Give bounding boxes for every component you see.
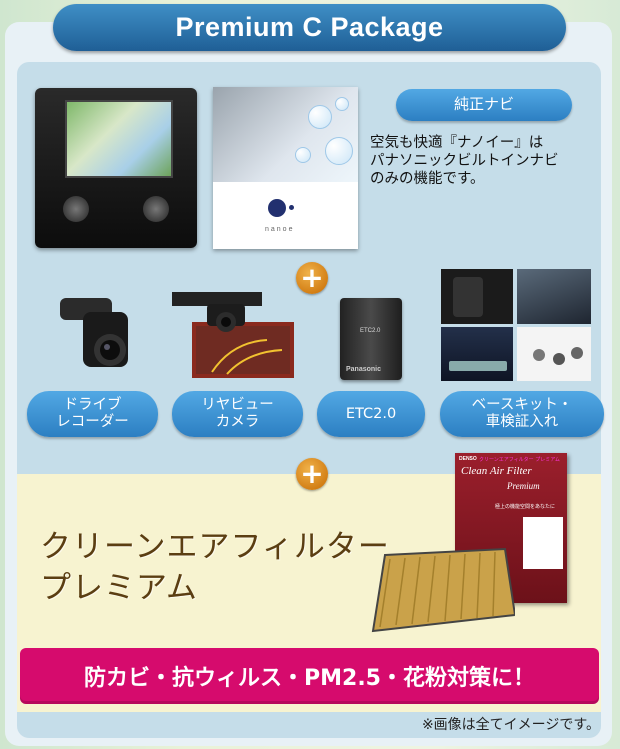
nanoe-logo-dot (289, 205, 294, 210)
etc-brand: Panasonic (346, 366, 382, 373)
rear-camera-image (172, 292, 294, 378)
lock-nut (553, 353, 565, 365)
nanoe-logo (268, 199, 286, 217)
drive-recorder-image (60, 298, 128, 367)
etc-mark: ETC2.0 (360, 328, 381, 334)
image-disclaimer: ※画像は全てイメージです。 (421, 717, 600, 733)
feature-banner: 防カビ・抗ウィルス・PM2.5・花粉対策に！ (20, 648, 599, 704)
lock-nut (533, 349, 545, 361)
nanoe-device-photo (213, 87, 358, 182)
navi-map-screen (65, 100, 173, 178)
filter-box-brand: DENSO (459, 456, 477, 462)
bubble (308, 105, 332, 129)
bubble (295, 147, 311, 163)
filter-box-sub: Premium (507, 481, 540, 491)
base-kit-label: ベースキット・ 車検証入れ (440, 391, 604, 437)
etc-unit-image: ETC2.0 Panasonic (340, 298, 402, 380)
bubble (335, 97, 349, 111)
plus-icon: + (296, 458, 328, 490)
lock-nut (571, 347, 583, 359)
floor-mat (453, 277, 483, 317)
navi-knob-right (143, 196, 169, 222)
etc-label: ETC2.0 (317, 391, 425, 437)
bubble (325, 137, 353, 165)
filter-box-tagline: 極上の機能空間をあなたに (495, 504, 556, 510)
filter-product-image: DENSO クリーンエアフィルター プレミアム Clean Air Filter… (365, 453, 605, 643)
filter-title: クリーンエアフィルター プレミアム (40, 529, 390, 606)
filter-box-window (523, 517, 563, 569)
base-kit-image (441, 269, 591, 381)
navi-description: 空気も快適『ナノイー』は パナソニックビルトインナビ のみの機能です。 (370, 135, 559, 187)
package-title: Premium C Package (53, 4, 566, 51)
drive-recorder-label: ドライブ レコーダー (27, 391, 158, 437)
visor-photo (517, 269, 591, 324)
filter-element (371, 547, 515, 633)
nanoe-image: nanoe (213, 87, 358, 249)
filter-box-header: クリーンエアフィルター プレミアム (479, 457, 560, 463)
genuine-navi-badge: 純正ナビ (396, 89, 572, 121)
navi-unit-image (35, 88, 197, 248)
sill-plate-photo (441, 327, 513, 381)
filter-box-title: Clean Air Filter (461, 465, 532, 477)
plus-icon: + (296, 262, 328, 294)
sill-plate (449, 361, 507, 371)
rear-camera-label: リヤビュー カメラ (172, 391, 303, 437)
nanoe-wordmark: nanoe (265, 226, 295, 233)
navi-knob-left (63, 196, 89, 222)
